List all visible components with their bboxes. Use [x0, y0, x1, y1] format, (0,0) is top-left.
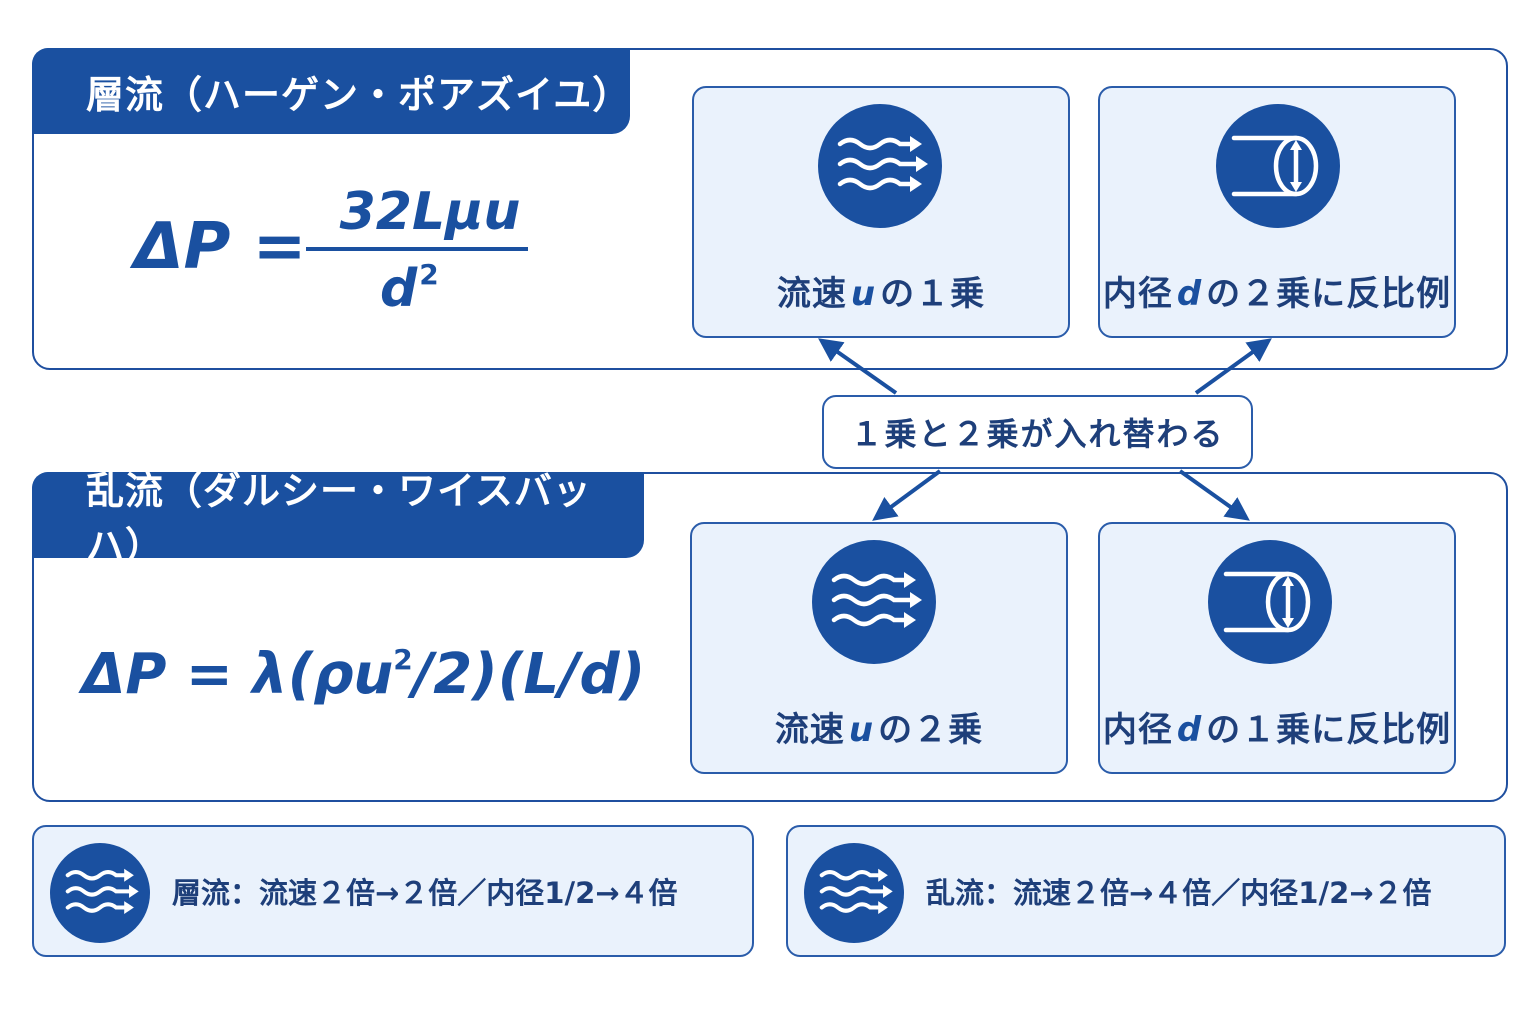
turbulent-summary-text: 乱流：流速２倍→４倍／内径1/2→２倍: [926, 876, 1432, 910]
laminar-summary: 層流：流速２倍→２倍／内径1/2→４倍: [32, 825, 754, 957]
swap-label: １乗と２乗が入れ替わる: [822, 395, 1253, 469]
formula-numerator: 32Lμu: [339, 182, 521, 242]
formula-denominator: d2: [380, 258, 439, 319]
flow-arrows-icon: [50, 843, 150, 943]
pipe-diameter-icon: [1208, 540, 1332, 664]
turbulent-formula: ΔP = λ(ρu2/2)(L/d): [82, 642, 646, 707]
pipe-diameter-icon: [1216, 104, 1340, 228]
flow-arrows-icon: [818, 104, 942, 228]
formula-denominator-exponent: 2: [419, 258, 439, 291]
flow-arrows-icon: [804, 843, 904, 943]
flow-arrows-icon: [812, 540, 936, 664]
fraction-line: [306, 247, 528, 251]
formula-lhs: ΔP =: [134, 210, 307, 284]
turbulent-summary: 乱流：流速２倍→４倍／内径1/2→２倍: [786, 825, 1506, 957]
turbulent-panel-title: 乱流（ダルシー・ワイスバッハ）: [32, 469, 644, 568]
laminar-summary-text: 層流：流速２倍→２倍／内径1/2→４倍: [172, 876, 678, 910]
formula-exponent: 2: [393, 643, 413, 676]
laminar-panel: 層流（ハーゲン・ポアズイユ） ΔP = 32Lμu d2: [32, 48, 1508, 370]
laminar-panel-title: 層流（ハーゲン・ポアズイユ）: [32, 48, 630, 134]
